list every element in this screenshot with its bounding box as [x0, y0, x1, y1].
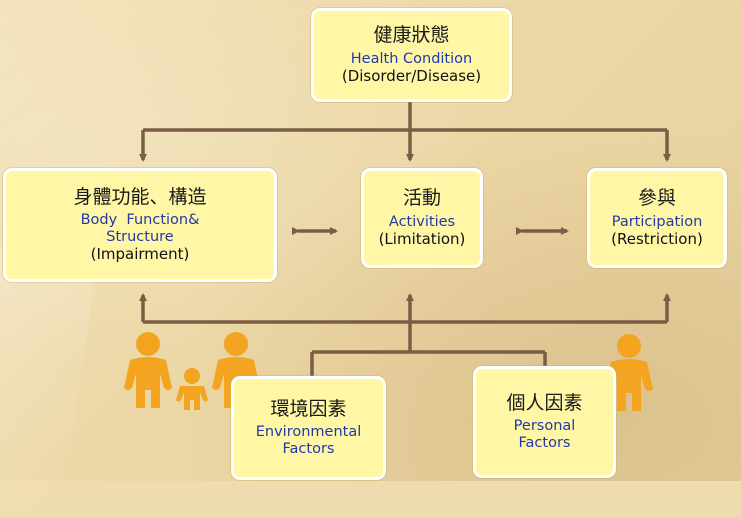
activities-en: Activities	[388, 213, 456, 230]
health-condition-paren: (Disorder/Disease)	[341, 66, 482, 85]
body-function-en-line2: Structure	[106, 229, 174, 246]
activities-box: 活動 Activities (Limitation)	[361, 168, 483, 268]
health-condition-zh: 健康狀態	[373, 24, 450, 47]
person-icon	[605, 334, 653, 411]
body-function-zh: 身體功能、構造	[73, 185, 207, 208]
personal-factors-box: 個人因素 Personal Factors	[473, 366, 616, 478]
connector-lines	[139, 100, 671, 380]
body-function-paren: (Impairment)	[90, 245, 190, 264]
personal-en-line1: Personal	[513, 418, 576, 435]
body-function-en-line1: Body Function&	[80, 212, 200, 229]
environmental-en-line2: Factors	[282, 441, 335, 458]
participation-box: 參與 Participation (Restriction)	[587, 168, 727, 268]
activities-paren: (Limitation)	[378, 229, 466, 248]
environmental-en-line1: Environmental	[255, 424, 362, 441]
participation-paren: (Restriction)	[611, 229, 703, 248]
body-function-box: 身體功能、構造 Body Function& Structure (Impair…	[3, 168, 277, 282]
personal-zh: 個人因素	[506, 391, 583, 414]
health-condition-en: Health Condition	[350, 50, 473, 67]
participation-zh: 參與	[637, 187, 676, 210]
personal-en-line2: Factors	[518, 435, 571, 452]
health-condition-box: 健康狀態 Health Condition (Disorder/Disease)	[311, 8, 512, 102]
environmental-factors-box: 環境因素 Environmental Factors	[231, 376, 386, 480]
activities-zh: 活動	[402, 187, 441, 210]
environmental-zh: 環境因素	[270, 397, 347, 420]
participation-en: Participation	[611, 213, 703, 230]
